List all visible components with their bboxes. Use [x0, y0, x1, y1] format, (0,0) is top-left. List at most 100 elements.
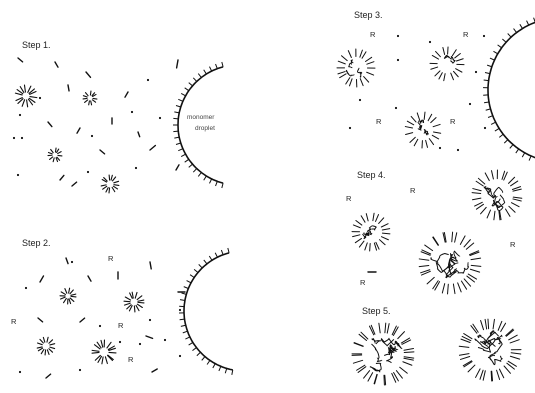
surfactant-tail	[508, 33, 511, 37]
polymer-particle	[405, 112, 440, 148]
surfactant-tail	[359, 241, 364, 247]
surfactant-tail	[101, 185, 106, 186]
surfactant-tail	[367, 72, 374, 75]
surfactant-tail	[493, 51, 497, 54]
surfactant-tail	[15, 93, 22, 95]
surfactant-tail	[419, 259, 429, 260]
surfactant-tail	[485, 173, 489, 181]
surfactant-tail	[368, 373, 373, 381]
surfactant-tail	[483, 371, 485, 380]
surfactant-tail	[396, 371, 402, 379]
surfactant-tail	[178, 99, 183, 101]
monomer-molecule	[395, 107, 397, 109]
surfactant-tail	[213, 364, 215, 368]
surfactant-tail	[481, 320, 484, 329]
monomer-molecule	[147, 79, 149, 81]
surfactant-tail	[109, 352, 116, 353]
surfactant-tail	[204, 70, 207, 74]
surfactant-tail	[85, 100, 88, 103]
surfactant-tail	[427, 277, 434, 284]
monomer-molecule	[17, 174, 19, 176]
surfactant-tail	[30, 97, 37, 98]
surfactant-tail	[456, 69, 462, 72]
surfactant-tail	[511, 353, 521, 354]
surfactant-tail	[216, 64, 218, 69]
surfactant-tail	[506, 329, 513, 336]
polymer-particle	[459, 319, 521, 381]
surfactant-tail	[125, 297, 130, 300]
surfactant-tail	[379, 323, 380, 333]
surfactant-tail	[444, 74, 445, 81]
surfactant-tail	[429, 139, 433, 145]
polymer-chain	[372, 344, 382, 362]
surfactant-tail	[355, 238, 361, 242]
surfactant-tail	[132, 292, 133, 298]
surfactant-tail	[466, 243, 473, 249]
surfactant-tail	[404, 352, 414, 353]
surfactant-tail	[373, 213, 374, 220]
monomer-molecule	[100, 150, 105, 154]
surfactant-tail	[47, 337, 48, 342]
surfactant-tail	[511, 181, 518, 186]
particles-step-4	[352, 170, 522, 294]
polymer-chain	[346, 70, 354, 76]
surfactant-tail	[407, 121, 413, 125]
surfactant-tail	[219, 366, 221, 371]
surfactant-tail	[433, 132, 440, 133]
surfactant-tail	[385, 375, 386, 385]
polymer-particle	[430, 47, 464, 81]
surfactant-tail	[485, 319, 487, 329]
surfactant-tail	[222, 62, 223, 67]
surfactant-tail	[382, 233, 389, 234]
surfactant-tail	[492, 171, 494, 179]
surfactant-tail	[382, 229, 389, 230]
surfactant-tail	[353, 235, 360, 237]
monomer-molecule	[66, 258, 68, 264]
surfactant-tail	[113, 186, 117, 189]
monomer-molecule	[13, 137, 15, 139]
surfactant-tail	[356, 221, 362, 226]
surfactant-tail	[89, 101, 90, 105]
surfactant-tail	[365, 57, 371, 61]
surfactant-tail	[480, 370, 483, 379]
surfactant-tail	[511, 203, 519, 207]
surfactant-tail	[83, 98, 87, 99]
surfactant-tail	[50, 157, 53, 160]
surfactant-tail	[497, 370, 500, 379]
monomer-molecule	[159, 117, 161, 119]
surfactant-tail	[135, 292, 137, 298]
monomer-molecule	[429, 41, 431, 43]
monomer-molecule	[483, 35, 485, 37]
surfactant-tail	[192, 348, 196, 351]
surfactant-tail	[504, 366, 510, 373]
surfactant-tail	[338, 61, 345, 64]
polymer-chain	[372, 339, 381, 344]
monomer-molecule	[397, 35, 399, 37]
surfactant-tail	[185, 88, 189, 91]
micelles-step-1	[15, 85, 118, 193]
surfactant-tail	[417, 113, 419, 120]
surfactant-tail	[37, 347, 42, 348]
monomer-molecules-step-3	[349, 35, 486, 151]
surfactant-tail	[361, 332, 368, 339]
surfactant-tail	[361, 216, 365, 222]
monomer-molecule	[475, 71, 477, 73]
surfactant-tail	[493, 319, 494, 329]
surfactant-tail	[181, 325, 186, 326]
polymer-chain	[367, 226, 376, 232]
polymer-chain	[418, 122, 422, 130]
surfactant-tail	[70, 290, 73, 294]
droplet-edge	[184, 253, 233, 370]
monomer-molecule	[60, 175, 64, 180]
surfactant-tail	[509, 335, 518, 340]
monomer-molecule	[71, 261, 73, 263]
monomer-molecule	[179, 355, 181, 357]
surfactant-tail	[433, 124, 440, 126]
surfactant-tail	[360, 79, 363, 86]
surfactant-tail	[405, 127, 412, 128]
monomer-molecule	[91, 135, 93, 137]
monomer-molecule	[80, 318, 85, 322]
surfactant-tail	[514, 29, 517, 33]
surfactant-tail	[471, 258, 481, 260]
surfactant-tail	[509, 177, 515, 183]
